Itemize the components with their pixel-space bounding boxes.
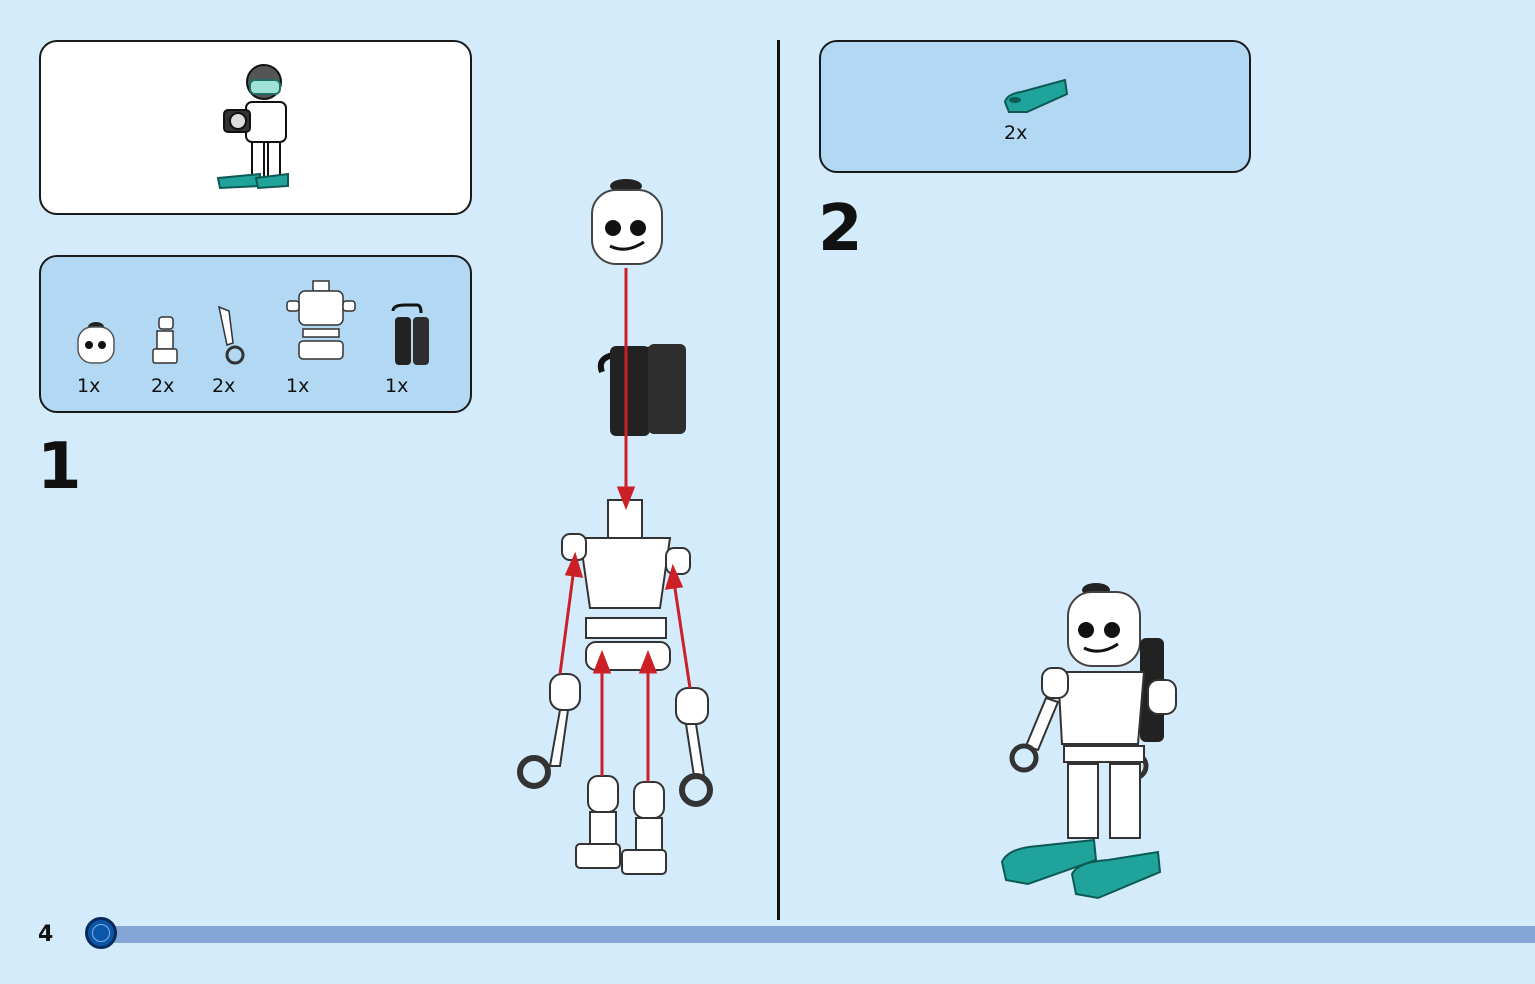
step-1-assembly-illustration <box>517 179 713 875</box>
air-tank-icon <box>391 303 429 365</box>
part-quantity: 1x <box>77 375 101 397</box>
skull-head-icon <box>77 322 115 364</box>
leg-icon <box>152 316 178 364</box>
step-number: 1 <box>37 430 82 504</box>
part-quantity: 2x <box>212 375 236 397</box>
flipper-icon <box>1003 78 1069 113</box>
torso-icon <box>286 280 356 360</box>
finished-model-preview <box>39 40 472 215</box>
part-quantity: 2x <box>151 375 175 397</box>
step-2-parts-list: 2x <box>819 40 1251 173</box>
step-number: 2 <box>818 192 863 266</box>
progress-indicator <box>85 917 117 949</box>
part-quantity: 1x <box>286 375 310 397</box>
progress-bar <box>100 926 1535 943</box>
diver-minifigure-icon <box>216 64 289 190</box>
step-2-assembled-minifigure <box>1000 583 1177 900</box>
page-number: 4 <box>38 922 54 947</box>
part-quantity: 2x <box>1004 122 1028 144</box>
column-divider <box>777 40 780 920</box>
part-quantity: 1x <box>385 375 409 397</box>
step-1-parts-list: 1x 2x 2x 1x 1x <box>39 255 472 413</box>
arm-icon <box>217 305 245 365</box>
